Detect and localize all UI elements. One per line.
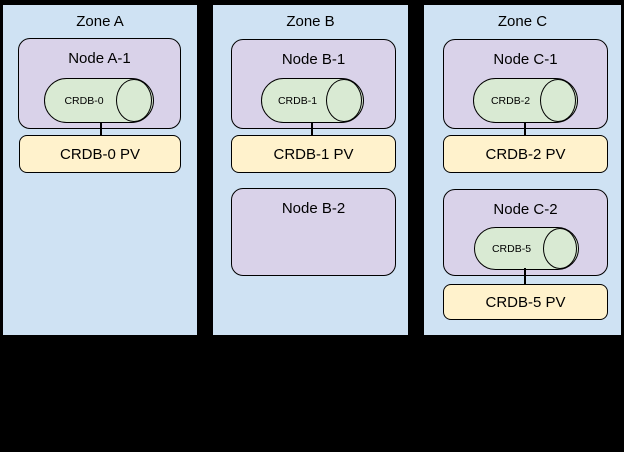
zone-c-title: Zone C bbox=[497, 13, 548, 30]
node-a-1-title: Node A-1 bbox=[68, 50, 131, 67]
node-b-2: Node B-2 bbox=[231, 188, 396, 276]
crdb-5-cylinder: CRDB-5 bbox=[474, 227, 579, 270]
crdb-0-cylinder: CRDB-0 bbox=[44, 78, 154, 123]
pv-crdb-2: CRDB-2 PV bbox=[443, 135, 608, 173]
node-b-1-title: Node B-1 bbox=[281, 51, 346, 68]
node-c-2: Node C-2 CRDB-5 bbox=[443, 189, 608, 276]
cylinder-cap-icon bbox=[116, 79, 152, 122]
cylinder-cap-icon bbox=[326, 79, 362, 122]
node-c-1-title: Node C-1 bbox=[493, 51, 558, 68]
crdb-5-label: CRDB-5 bbox=[491, 242, 532, 255]
pv-crdb-5: CRDB-5 PV bbox=[443, 284, 608, 320]
cylinder-cap-icon bbox=[543, 228, 577, 269]
connector-crdb-5-to-pv bbox=[524, 268, 526, 284]
cylinder-cap-icon bbox=[540, 79, 576, 122]
pv-crdb-0: CRDB-0 PV bbox=[19, 135, 181, 173]
pv-crdb-1: CRDB-1 PV bbox=[231, 135, 396, 173]
zone-a-title: Zone A bbox=[76, 13, 124, 30]
zone-b: Zone B Node B-1 CRDB-1 CRDB-1 PV Node B-… bbox=[212, 4, 409, 336]
pv-crdb-2-label: CRDB-2 PV bbox=[485, 145, 566, 163]
zone-a: Zone A Node A-1 CRDB-0 CRDB-0 PV bbox=[2, 4, 198, 336]
pv-crdb-1-label: CRDB-1 PV bbox=[273, 145, 354, 163]
crdb-0-label: CRDB-0 bbox=[64, 94, 104, 107]
crdb-2-cylinder: CRDB-2 bbox=[473, 78, 578, 123]
node-b-2-title: Node B-2 bbox=[281, 200, 346, 217]
pv-crdb-5-label: CRDB-5 PV bbox=[485, 293, 566, 311]
node-c-2-title: Node C-2 bbox=[493, 201, 558, 218]
crdb-1-label: CRDB-1 bbox=[277, 94, 318, 107]
crdb-2-label: CRDB-2 bbox=[490, 94, 531, 107]
zone-b-title: Zone B bbox=[286, 13, 335, 30]
crdb-1-cylinder: CRDB-1 bbox=[261, 78, 364, 123]
connector-crdb-1-to-pv bbox=[311, 123, 313, 136]
connector-crdb-0-to-pv bbox=[100, 123, 102, 136]
zone-c: Zone C Node C-1 CRDB-2 CRDB-2 PV Node C-… bbox=[423, 4, 622, 336]
connector-crdb-2-to-pv bbox=[524, 123, 526, 136]
pv-crdb-0-label: CRDB-0 PV bbox=[59, 145, 141, 163]
